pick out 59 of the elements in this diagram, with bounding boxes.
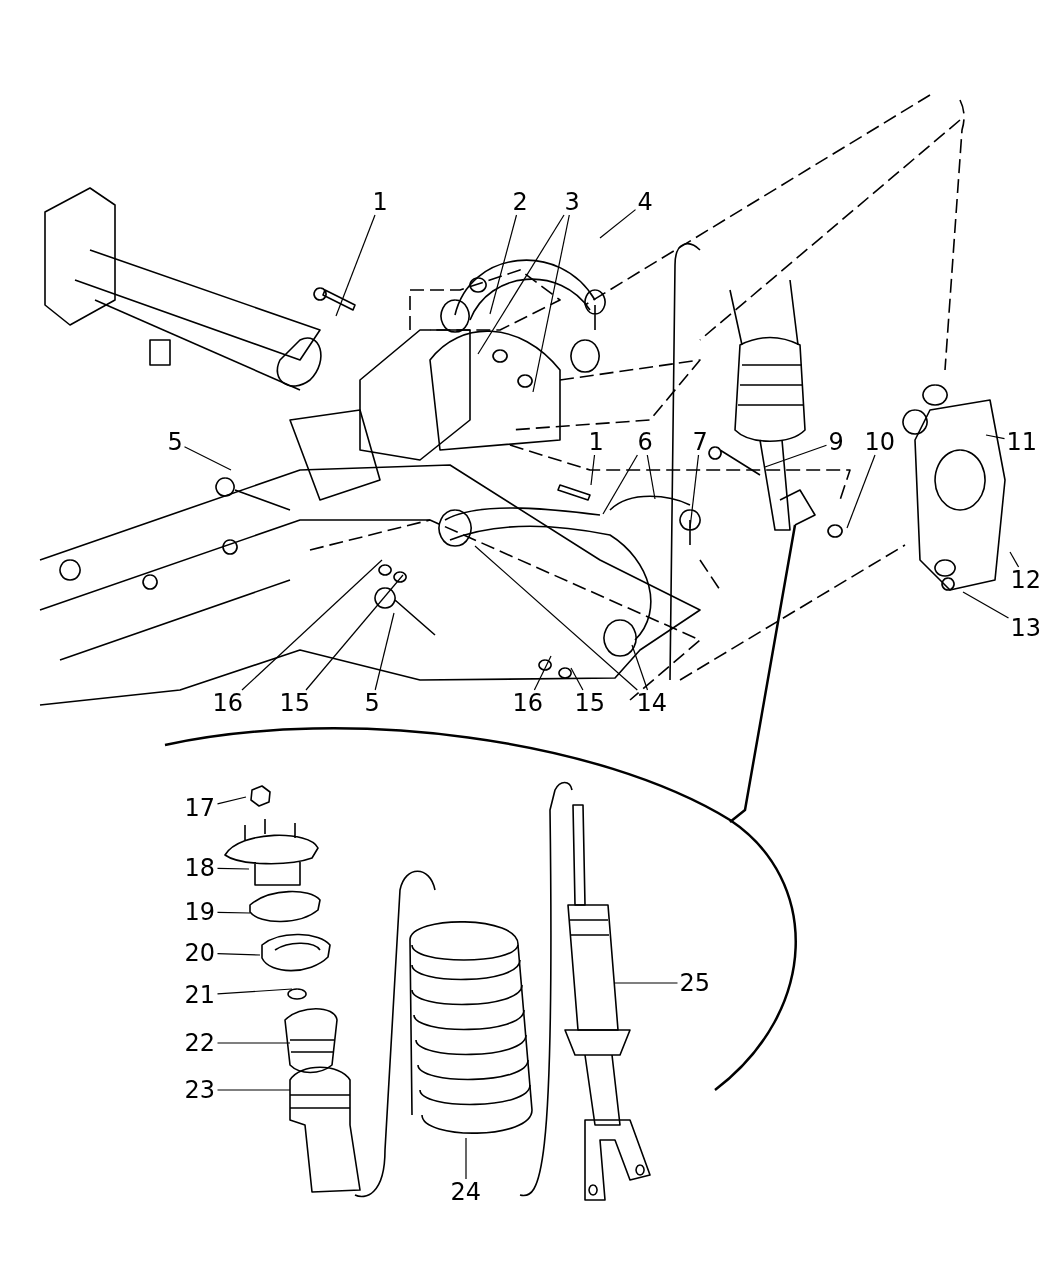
leader-line xyxy=(216,1042,291,1044)
callout-number: 18 xyxy=(184,855,216,881)
leader-line xyxy=(474,545,638,691)
leader-line xyxy=(216,988,293,995)
leader-line xyxy=(216,867,250,870)
leader-line xyxy=(614,982,679,984)
callout-number: 7 xyxy=(692,429,708,455)
callout-number: 2 xyxy=(512,189,528,215)
callout-number: 5 xyxy=(167,429,183,455)
callout-number: 21 xyxy=(184,982,216,1008)
leader-line xyxy=(183,446,232,471)
leader-line xyxy=(216,911,251,914)
callout-number: 9 xyxy=(828,429,844,455)
leader-line xyxy=(764,444,828,468)
callout-number: 24 xyxy=(450,1179,482,1205)
leader-line xyxy=(216,1089,291,1091)
callout-number: 16 xyxy=(212,690,244,716)
leader-line xyxy=(489,214,518,315)
callout-number: 1 xyxy=(372,189,388,215)
leader-line xyxy=(846,454,876,529)
callout-number: 20 xyxy=(184,940,216,966)
callout-number: 6 xyxy=(637,429,653,455)
callout-number: 19 xyxy=(184,899,216,925)
leader-line xyxy=(631,644,649,691)
callout-number: 14 xyxy=(636,690,668,716)
leader-line xyxy=(532,214,570,393)
callout-number: 13 xyxy=(1010,615,1042,641)
leader-line xyxy=(335,214,376,317)
callout-number: 1 xyxy=(588,429,604,455)
callout-number: 12 xyxy=(1010,567,1042,593)
callout-number: 4 xyxy=(637,189,653,215)
callout-number: 25 xyxy=(679,970,711,996)
callout-number: 15 xyxy=(574,690,606,716)
leader-line xyxy=(646,454,656,500)
leader-line xyxy=(985,434,1006,440)
callout-number: 11 xyxy=(1006,429,1038,455)
leader-line xyxy=(305,574,404,691)
leader-line xyxy=(962,591,1010,619)
leader-line xyxy=(570,667,584,691)
callout-number: 10 xyxy=(864,429,896,455)
callout-number: 16 xyxy=(512,690,544,716)
callout-number: 3 xyxy=(564,189,580,215)
leader-line xyxy=(533,655,552,691)
leader-line xyxy=(477,214,565,355)
callout-number: 17 xyxy=(184,795,216,821)
leader-line xyxy=(465,1137,467,1180)
callout-number: 5 xyxy=(364,690,380,716)
leader-line xyxy=(216,953,261,956)
leader-line xyxy=(241,559,383,691)
callout-number: 15 xyxy=(279,690,311,716)
leader-line xyxy=(216,796,247,805)
callout-number: 23 xyxy=(184,1077,216,1103)
leader-line xyxy=(590,454,596,486)
leader-line xyxy=(374,612,395,691)
leader-line xyxy=(599,209,637,239)
leader-line xyxy=(602,454,638,515)
leader-line xyxy=(689,454,700,529)
callout-number: 22 xyxy=(184,1030,216,1056)
leader-line xyxy=(1009,551,1020,568)
